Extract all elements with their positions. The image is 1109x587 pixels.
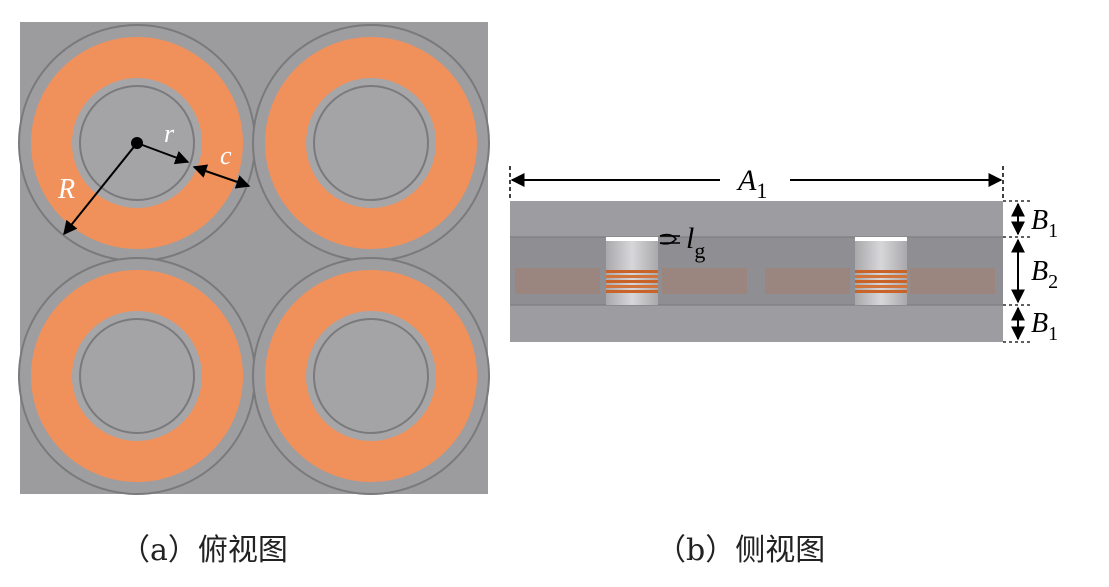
- label-B1-top: B1: [1031, 205, 1058, 242]
- inner-core: [313, 318, 429, 434]
- radius-r-arrow: [136, 142, 190, 165]
- label-r: r: [164, 119, 175, 148]
- label-R: R: [57, 174, 75, 205]
- thickness-dimensions: B1 B2 B1: [1003, 200, 1058, 345]
- core-column-left: [606, 237, 658, 305]
- label-B2: B2: [1031, 256, 1058, 293]
- top-view-panel: r c R: [18, 22, 490, 495]
- core-column-right: [855, 237, 907, 305]
- ring-cell-bottom-right: [252, 257, 490, 495]
- label-c: c: [220, 141, 232, 170]
- middle-layer-B2: [510, 237, 1003, 305]
- label-B1-bottom: B1: [1031, 308, 1058, 345]
- bottom-plate-B1: [510, 305, 1003, 342]
- top-plate-B1: [510, 201, 1003, 237]
- label-lg: lg: [686, 222, 705, 263]
- inner-core: [313, 85, 429, 201]
- label-A1: A1: [736, 164, 767, 203]
- side-view-panel: A1: [509, 164, 1058, 345]
- radius-R-arrow: [63, 142, 138, 236]
- caption-top-view: （a）俯视图: [120, 533, 288, 568]
- top-view-dimensions: r c R: [57, 119, 251, 236]
- thickness-c-arrow: [192, 164, 251, 189]
- inner-core: [79, 318, 195, 434]
- air-gap-lg-marker: lg: [659, 222, 705, 263]
- caption-side-view: （b）侧视图: [656, 533, 826, 568]
- ring-cell-top-right: [252, 24, 490, 262]
- faint-coil-traces: [515, 268, 995, 294]
- ring-cell-bottom-left: [18, 257, 256, 495]
